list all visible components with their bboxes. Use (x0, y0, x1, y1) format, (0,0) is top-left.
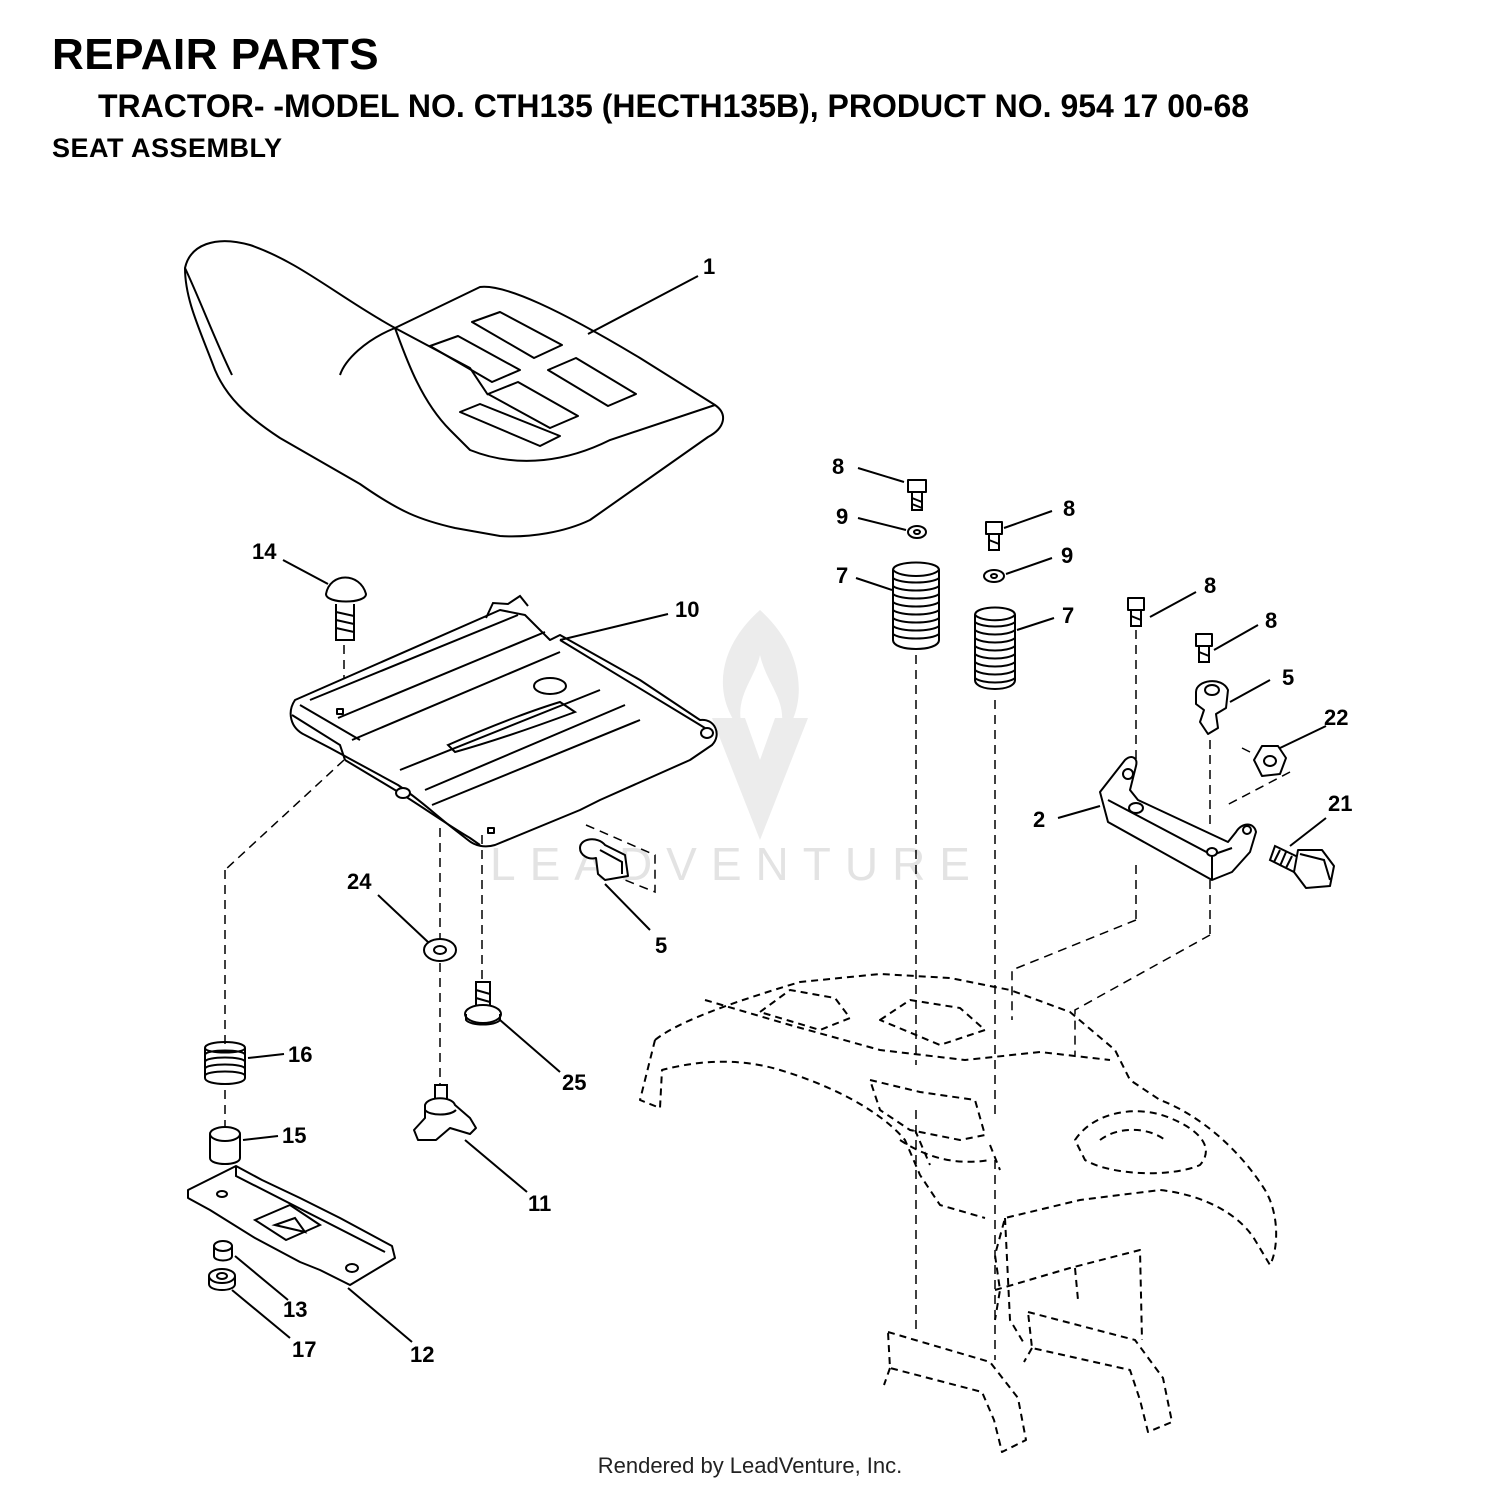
callout-1: 1 (703, 254, 715, 279)
callout-10: 10 (675, 597, 699, 622)
callout-8-d: 8 (1265, 608, 1277, 633)
bolt-d-part[interactable] (1195, 633, 1213, 663)
tractor-fender-frame (639, 973, 1278, 1453)
callout-13: 13 (283, 1297, 307, 1322)
callout-14: 14 (252, 539, 277, 564)
watermark-text: LEADVENTURE (490, 838, 984, 890)
callout-8-a: 8 (832, 454, 844, 479)
model-subtitle: TRACTOR- -MODEL NO. CTH135 (HECTH135B), … (98, 88, 1250, 124)
bolt-c-part[interactable] (1127, 597, 1145, 627)
footer-credit: Rendered by LeadVenture, Inc. (597, 1453, 903, 1478)
carriage-bolt-part[interactable] (325, 576, 367, 641)
callout-16: 16 (288, 1042, 312, 1067)
hex-nut-part[interactable] (1253, 745, 1287, 777)
callout-5-right: 5 (1282, 665, 1294, 690)
callout-labels: 1 14 10 5 24 25 16 15 11 13 17 12 8 9 7 … (252, 254, 1352, 1367)
callout-15: 15 (282, 1123, 306, 1148)
spring-left-part[interactable] (892, 561, 940, 650)
flat-washer-part[interactable] (423, 938, 457, 962)
callout-9-a: 9 (836, 504, 848, 529)
callout-9-b: 9 (1061, 543, 1073, 568)
seat-pad-pattern (429, 311, 637, 447)
callout-7-left: 7 (836, 563, 848, 588)
screw-part[interactable] (464, 981, 502, 1026)
seat-part[interactable] (184, 240, 724, 538)
callout-2: 2 (1033, 807, 1045, 832)
shoulder-bolt-part[interactable] (1268, 844, 1335, 889)
bracket-part[interactable] (1099, 756, 1257, 881)
callout-7-right: 7 (1062, 603, 1074, 628)
clip-left-part[interactable] (579, 838, 629, 881)
callout-25: 25 (562, 1070, 586, 1095)
callout-11: 11 (528, 1191, 551, 1216)
clip-right-part[interactable] (1195, 680, 1229, 735)
callout-8-c: 8 (1204, 573, 1216, 598)
bolt-a-part[interactable] (907, 479, 927, 511)
bolt-b-part[interactable] (985, 521, 1003, 551)
page-title: REPAIR PARTS (52, 30, 380, 79)
spring-right-part[interactable] (974, 606, 1016, 690)
washer-a-part[interactable] (907, 525, 927, 539)
flange-nut-part[interactable] (208, 1268, 236, 1291)
slide-plate-part[interactable] (187, 1165, 396, 1286)
seat-pan-part[interactable] (289, 594, 718, 848)
callout-21: 21 (1328, 791, 1352, 816)
knob-part[interactable] (413, 1084, 477, 1141)
callout-24: 24 (347, 869, 372, 894)
small-spring-part[interactable] (204, 1041, 246, 1085)
washer-b-part[interactable] (983, 569, 1005, 583)
watermark: LEADVENTURE (490, 610, 984, 890)
callout-17: 17 (292, 1337, 316, 1362)
callout-22: 22 (1324, 705, 1348, 730)
callout-12: 12 (410, 1342, 434, 1367)
section-title: SEAT ASSEMBLY (52, 133, 283, 163)
callout-5-left: 5 (655, 933, 667, 958)
bushing-part[interactable] (213, 1240, 233, 1262)
callout-8-b: 8 (1063, 496, 1075, 521)
spacer-part[interactable] (209, 1126, 241, 1165)
